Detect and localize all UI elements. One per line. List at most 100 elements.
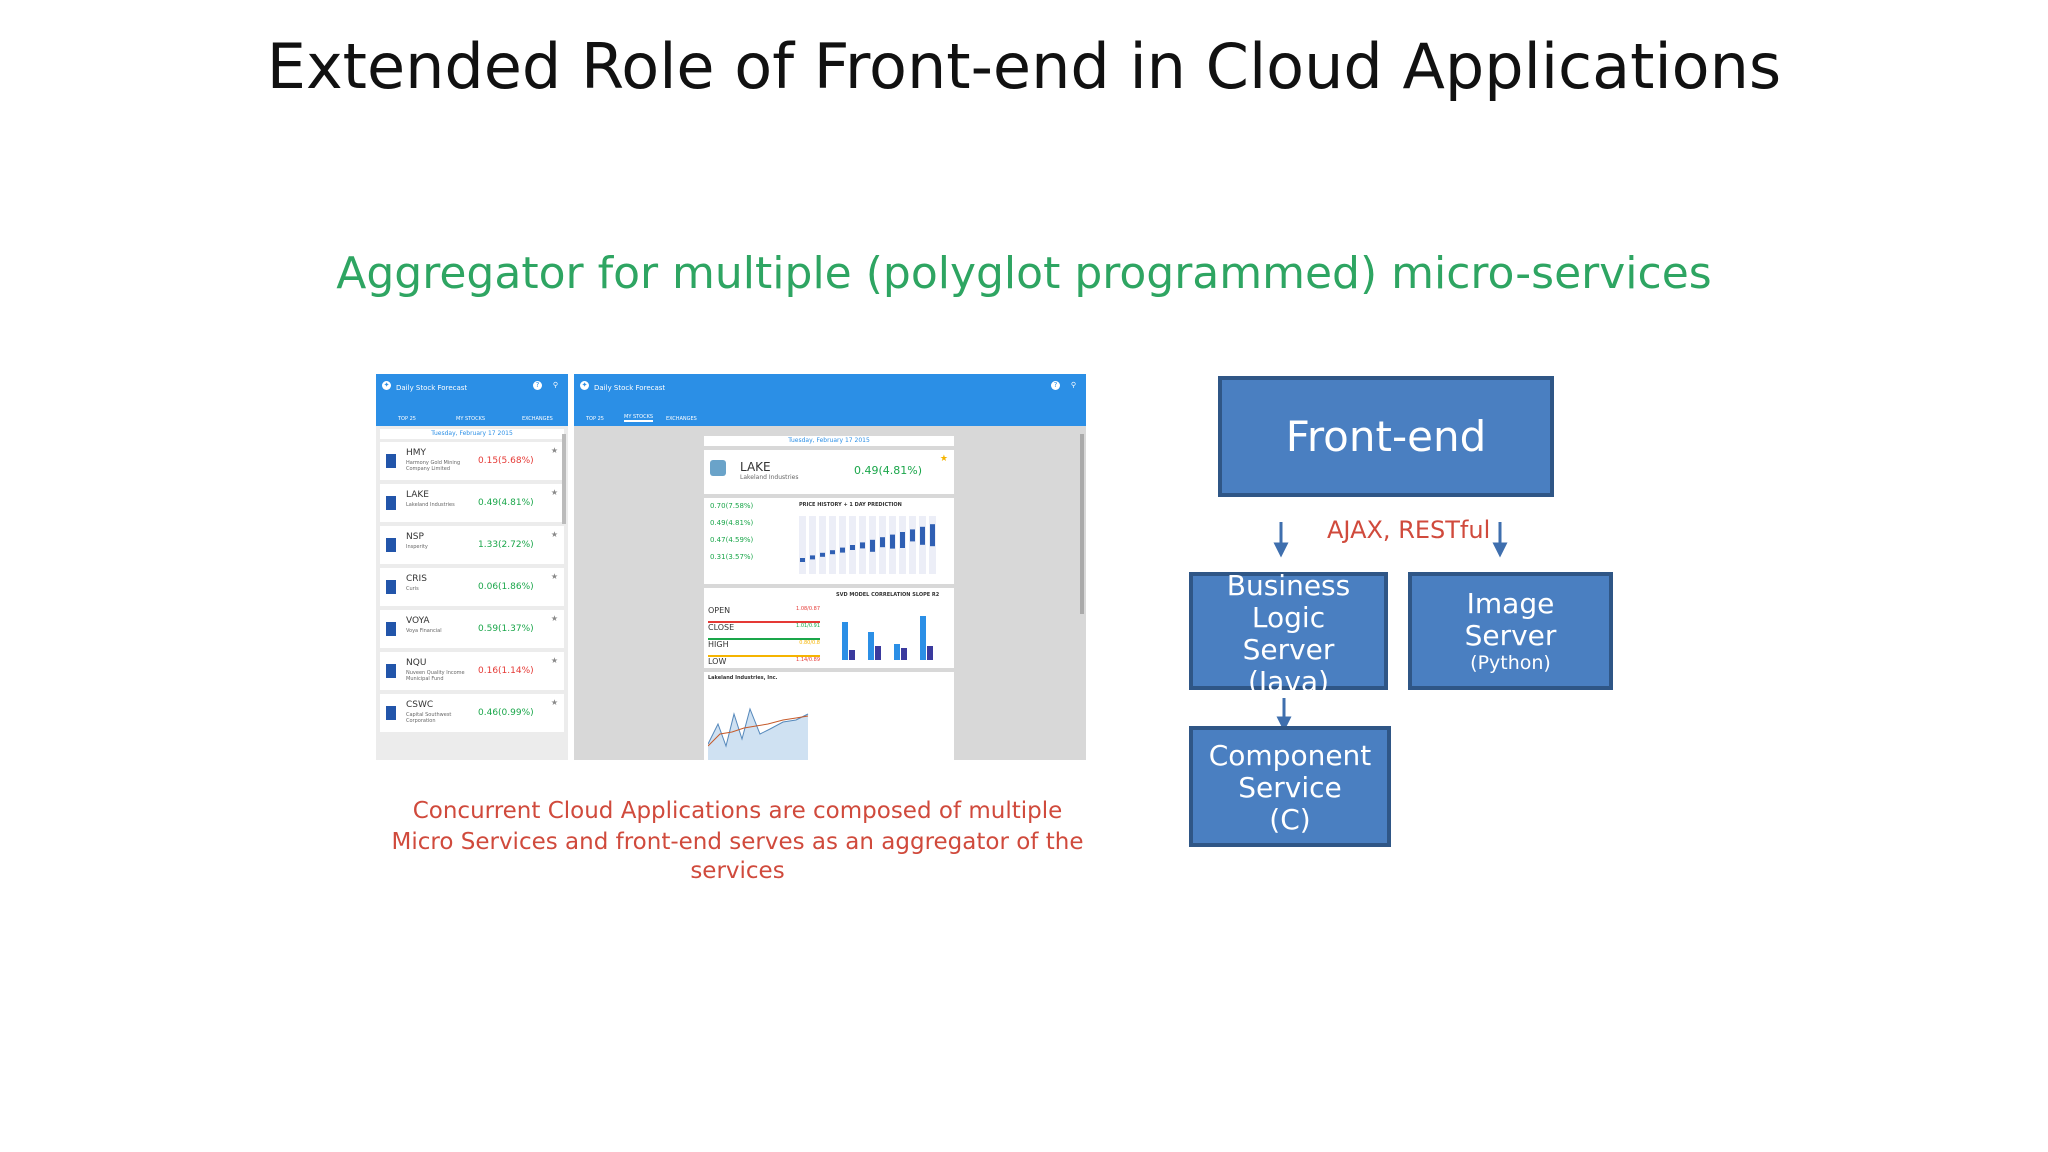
ohlc-row: OPEN 1.08/0.87 [708, 606, 820, 623]
forecast-value: 0.31(3.57%) [710, 553, 754, 561]
tablet-app-screenshot: ✦ Daily Stock Forecast ? ⚲ TOP 25 MY STO… [574, 374, 1086, 760]
featured-stock-card: LAKE Lakeland Industries 0.49(4.81%) ★ [704, 450, 954, 494]
slide-subtitle: Aggregator for multiple (polyglot progra… [336, 248, 1712, 299]
tab-top25: TOP 25 [586, 416, 604, 422]
correlation-title: SVD MODEL CORRELATION SLOPE R2 [836, 592, 940, 598]
business-line-2: Logic [1251, 601, 1326, 634]
ohlc-label: HIGH [708, 640, 729, 649]
stock-change: 1.33(2.72%) [478, 540, 534, 550]
stock-symbol: NQU [406, 658, 427, 668]
stock-name: Nuveen Quality Income Municipal Fund [406, 670, 465, 682]
candle [840, 547, 845, 553]
component-line-1: Component [1208, 739, 1372, 772]
star-icon: ★ [550, 572, 558, 581]
component-line-2: Service [1238, 771, 1342, 804]
star-icon: ★ [550, 446, 558, 455]
stock-symbol: VOYA [406, 616, 430, 626]
stock-change: 0.46(0.99%) [478, 708, 534, 718]
tab-exchanges: EXCHANGES [522, 416, 553, 422]
ohlc-label: OPEN [708, 606, 731, 615]
candle-bg [839, 516, 846, 574]
tab-top25: TOP 25 [398, 416, 416, 422]
protocol-label: AJAX, RESTful [1327, 516, 1491, 544]
star-icon: ★ [550, 698, 558, 707]
stock-logo-icon [386, 454, 396, 468]
frontend-box: Front-end [1218, 376, 1554, 497]
forecast-value: 0.49(4.81%) [710, 519, 754, 527]
phone-app-title: Daily Stock Forecast [396, 384, 468, 392]
search-icon: ⚲ [1070, 381, 1077, 389]
correlation-bar [868, 632, 874, 660]
phone-scrollbar [562, 434, 566, 524]
candle [880, 537, 885, 548]
company-logo-icon [710, 460, 726, 476]
candle-bg [799, 516, 806, 574]
stock-symbol: LAKE [406, 490, 429, 500]
tab-my-stocks: MY STOCKS [624, 414, 654, 422]
company-label: Lakeland Industries, Inc. [708, 675, 778, 681]
correlation-bar [927, 646, 933, 660]
ohlc-value: 0.80/0.8 [799, 640, 820, 646]
tablet-app-title: Daily Stock Forecast [594, 384, 666, 392]
ohlc-value: 1.08/0.87 [796, 606, 820, 612]
featured-name: Lakeland Industries [740, 474, 799, 481]
stock-logo-icon [386, 580, 396, 594]
star-icon: ★ [550, 614, 558, 623]
price-history-card: 0.70(7.58%)0.49(4.81%)0.47(4.59%)0.31(3.… [704, 498, 954, 584]
image-line-1: Image [1466, 587, 1555, 620]
correlation-bar-chart [842, 616, 933, 660]
candle-bg [909, 516, 916, 574]
ohlc-value: 1.01/0.91 [796, 623, 820, 629]
settings-icon: ✦ [382, 381, 391, 390]
business-line-3: Server [1242, 633, 1335, 666]
candle [860, 542, 865, 549]
search-icon: ⚲ [552, 381, 559, 389]
business-logic-server-box: Business Logic Server (Java) [1189, 569, 1388, 698]
correlation-bar [849, 650, 855, 660]
ohlc-row: HIGH 0.80/0.8 [708, 640, 820, 657]
stock-symbol: HMY [406, 448, 427, 458]
candle-bg [919, 516, 926, 574]
correlation-bar [894, 644, 900, 660]
history-line-chart [708, 707, 809, 760]
stock-name: Insperity [406, 544, 428, 550]
stock-name: Capital Southwest Corporation [406, 712, 452, 724]
ohlc-label: CLOSE [708, 623, 735, 632]
stock-symbol: CRIS [406, 574, 427, 584]
business-line-1: Business [1226, 569, 1351, 602]
component-service-box: Component Service (C) [1189, 726, 1391, 847]
phone-date: Tuesday, February 17 2015 [380, 429, 564, 439]
help-icon: ? [533, 381, 542, 390]
candle [920, 526, 925, 545]
candle [830, 550, 835, 555]
stock-logo-icon [386, 496, 396, 510]
price-chart-title: PRICE HISTORY + 1 DAY PREDICTION [799, 502, 902, 508]
business-line-4: (Java) [1248, 665, 1329, 698]
forecast-value: 0.47(4.59%) [710, 536, 754, 544]
tab-exchanges: EXCHANGES [666, 416, 697, 422]
image-sub: (Python) [1470, 652, 1551, 674]
stock-name: Voya Financial [406, 628, 442, 634]
stock-row: CSWC Capital Southwest Corporation 0.46(0.… [380, 694, 564, 732]
correlation-bar [875, 646, 881, 660]
candle [930, 524, 935, 547]
phone-app-bar: ✦ Daily Stock Forecast ? ⚲ TOP 25 MY STO… [376, 374, 568, 426]
candle [850, 545, 855, 550]
featured-change: 0.49(4.81%) [854, 464, 923, 477]
slide-caption: Concurrent Cloud Applications are compos… [390, 796, 1085, 884]
candle [800, 558, 805, 562]
stock-symbol: CSWC [406, 700, 434, 710]
candle [890, 534, 895, 549]
candle-bg [829, 516, 836, 574]
stock-logo-icon [386, 664, 396, 678]
candle [910, 529, 915, 542]
stock-name: Curis [406, 586, 419, 592]
diagram-arrows [1273, 522, 1508, 732]
candle [870, 539, 875, 552]
